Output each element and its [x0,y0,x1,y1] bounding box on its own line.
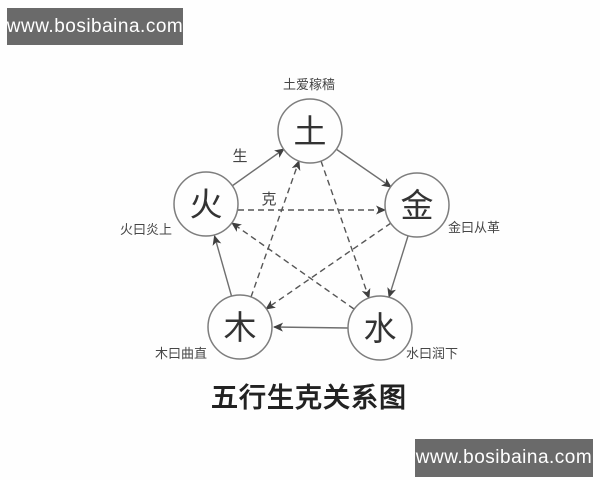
fire-circle [173,171,239,237]
metal-circle [384,172,450,238]
node-water: 水 [347,295,413,361]
arrow-water-overcomes-fire [231,222,355,310]
watermark-top-left: www.bosibaina.com [7,8,183,45]
arrow-wood-overcomes-earth [250,160,301,298]
arrow-metal-overcomes-wood [265,222,392,310]
earth-char: 土 [294,115,327,151]
node-wood: 木 [207,294,273,360]
watermark-text: www.bosibaina.com [6,15,184,37]
node-metal: 金 [384,172,450,238]
earth-circle [277,98,343,164]
arrow-earth-generates-metal [335,148,392,188]
diagram-title: 五行生克关系图 [211,382,407,413]
wood-motto: 木曰曲直 [155,346,207,361]
node-fire: 火 [173,171,239,237]
arrow-water-generates-wood [273,322,349,332]
water-circle [347,295,413,361]
wood-char: 木 [224,310,257,347]
arrow-metal-generates-water [387,235,409,298]
water-char: 水 [364,311,397,348]
watermark-text: www.bosibaina.com [415,447,593,468]
fire-motto: 火曰炎上 [120,222,172,237]
generate-cycle-label: 生 [232,148,247,165]
node-earth: 土 [277,98,343,164]
water-motto: 水曰润下 [406,346,458,361]
overcome-cycle-label: 克 [261,191,276,208]
metal-motto: 金曰从革 [448,220,500,235]
earth-motto: 土爱稼穑 [283,77,335,92]
arrow-earth-overcomes-water [320,160,371,299]
arrow-fire-generates-earth [231,148,285,187]
metal-char: 金 [401,188,434,225]
arrow-wood-generates-fire [212,235,233,297]
fire-char: 火 [190,188,223,224]
wood-circle [207,294,273,360]
watermark-bottom-right: www.bosibaina.com [415,439,593,477]
